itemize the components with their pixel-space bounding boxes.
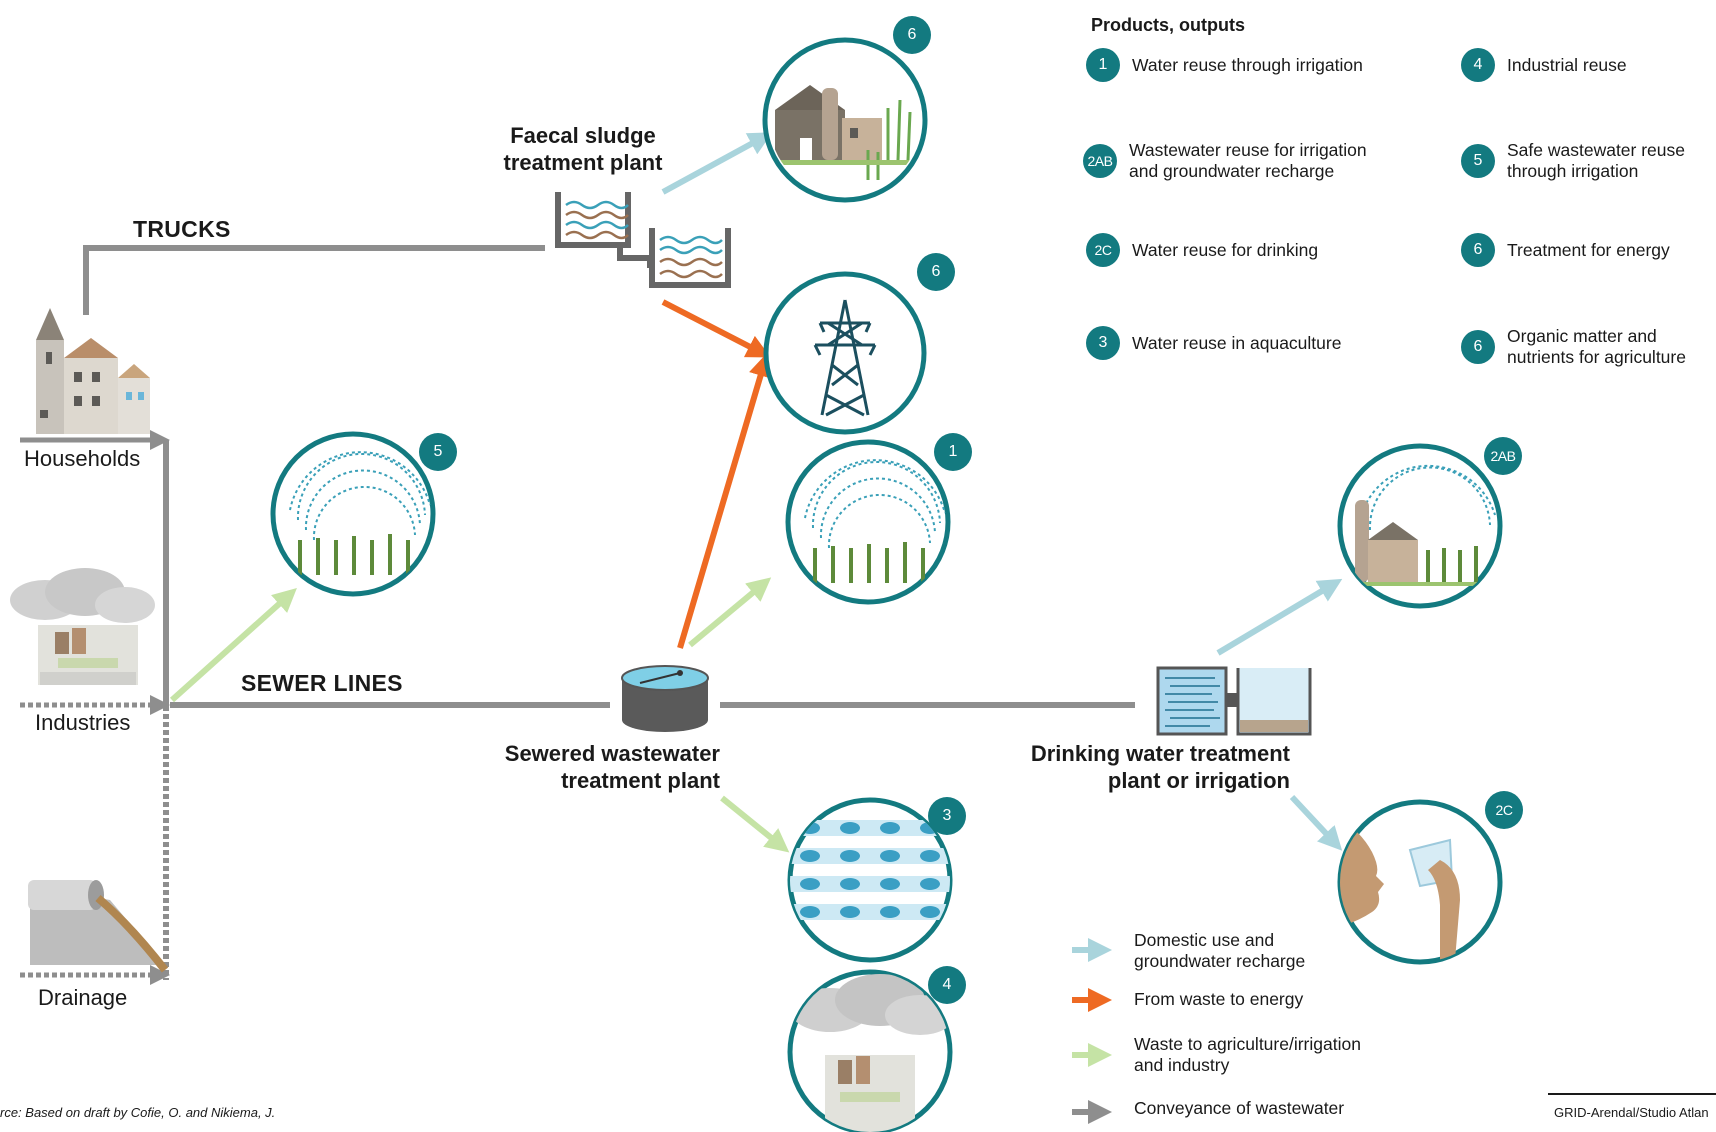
households-label: Households xyxy=(24,446,141,471)
faecal-plant-label-line: treatment plant xyxy=(503,150,663,175)
badge-drinking: 2C xyxy=(1485,791,1523,829)
legend-label-line: Wastewater reuse for irrigation xyxy=(1129,140,1367,160)
legend-label: Treatment for energy xyxy=(1507,239,1670,260)
arrow-sewered-to-irrigation xyxy=(688,577,772,648)
faecal-plant-illustration xyxy=(555,192,731,288)
credit-note: GRID-Arendal/Studio Atlan xyxy=(1554,1105,1709,1120)
badge-industry: 4 xyxy=(928,966,966,1004)
key-label-line: Domestic use and xyxy=(1134,930,1275,950)
arrow-sewered-to-aquaculture xyxy=(720,795,790,853)
legend-item-5: 5 Safe wastewater reuse through irrigati… xyxy=(1461,140,1685,182)
legend-label-line: Safe wastewater reuse xyxy=(1507,140,1686,160)
key-label: Domestic use and groundwater recharge xyxy=(1134,930,1305,972)
legend-title: Products, outputs xyxy=(1091,15,1245,35)
legend-item-6-energy: 6 Treatment for energy xyxy=(1461,233,1670,267)
badge-farm-energy: 6 xyxy=(893,16,931,54)
key-agriculture: Waste to agriculture/irrigation and indu… xyxy=(1112,1034,1361,1076)
legend-badge: 5 xyxy=(1461,144,1495,178)
sewer-lines-label: SEWER LINES xyxy=(241,670,403,696)
key-domestic: Domestic use and groundwater recharge xyxy=(1112,930,1305,972)
badge-power-energy: 6 xyxy=(917,253,955,291)
drinking-plant-label: Drinking water treatment plant or irriga… xyxy=(1012,740,1290,794)
faecal-plant-label-line: Faecal sludge xyxy=(510,123,656,148)
legend-badge: 6 xyxy=(1461,330,1495,364)
legend-item-1: 1 Water reuse through irrigation xyxy=(1086,48,1363,82)
sewered-plant-label: Sewered wastewater treatment plant xyxy=(484,740,720,794)
arrow-drinking-to-drinking xyxy=(1289,794,1343,851)
badge-irrigation-safe: 5 xyxy=(419,433,457,471)
legend-label: Water reuse for drinking xyxy=(1132,239,1319,260)
households-illustration xyxy=(36,308,150,434)
badge-aquaculture: 3 xyxy=(928,797,966,835)
key-label-line: groundwater recharge xyxy=(1134,951,1306,971)
sewered-plant-illustration xyxy=(621,665,709,732)
legend-badge: 2C xyxy=(1086,233,1120,267)
arrow-faecal-to-farm xyxy=(661,132,773,195)
drinking-plant-label-line: Drinking water treatment xyxy=(1030,741,1290,766)
legend-badge: 6 xyxy=(1461,233,1495,267)
drinking-plant-label-line: plant or irrigation xyxy=(1107,768,1290,793)
legend-item-2ab: 2AB Wastewater reuse for irrigation and … xyxy=(1083,140,1367,182)
output-arrows xyxy=(169,132,1343,853)
legend-label: Organic matter and nutrients for agricul… xyxy=(1507,326,1686,368)
drainage-label: Drainage xyxy=(38,985,128,1010)
legend-item-6-nutrients: 6 Organic matter and nutrients for agric… xyxy=(1461,326,1686,368)
legend-badge: 4 xyxy=(1461,48,1495,82)
legend-label-line: Organic matter and xyxy=(1507,326,1657,346)
arrow-drinking-to-recharge xyxy=(1216,578,1343,656)
drinking-plant-illustration xyxy=(1156,666,1312,736)
legend-label: Water reuse through irrigation xyxy=(1132,54,1363,75)
sewered-plant-label-line: treatment plant xyxy=(561,768,720,793)
conveyance-lines xyxy=(20,245,1135,985)
source-note: rce: Based on draft by Cofie, O. and Nik… xyxy=(0,1105,276,1120)
industries-illustration xyxy=(10,568,155,685)
legend-item-2c: 2C Water reuse for drinking xyxy=(1086,233,1318,267)
legend-label: Wastewater reuse for irrigation and grou… xyxy=(1129,140,1367,182)
key-label-line: Waste to agriculture/irrigation xyxy=(1134,1034,1361,1054)
arrow-collector-to-irrigation xyxy=(169,587,297,703)
legend-label: Water reuse in aquaculture xyxy=(1132,332,1342,353)
legend-label-line: nutrients for agriculture xyxy=(1507,347,1686,367)
fish-pattern xyxy=(790,820,950,920)
key-label: From waste to energy xyxy=(1134,989,1304,1009)
arrow-key-symbols xyxy=(1072,938,1112,1124)
key-conveyance: Conveyance of wastewater xyxy=(1112,1098,1344,1119)
faecal-plant-label: Faecal sludge treatment plant xyxy=(498,122,668,176)
key-energy: From waste to energy xyxy=(1112,989,1303,1010)
legend-item-4: 4 Industrial reuse xyxy=(1461,48,1627,82)
industries-label: Industries xyxy=(35,710,131,735)
legend-label-line: and groundwater recharge xyxy=(1129,161,1335,181)
drainage-illustration xyxy=(28,880,169,973)
legend-item-3: 3 Water reuse in aquaculture xyxy=(1086,326,1341,360)
legend-badge: 1 xyxy=(1086,48,1120,82)
legend-badge: 3 xyxy=(1086,326,1120,360)
trucks-label: TRUCKS xyxy=(133,216,231,242)
arrow-sewered-to-power xyxy=(677,352,773,649)
trucks-line xyxy=(83,245,545,315)
legend-label: Industrial reuse xyxy=(1507,54,1627,75)
arrow-faecal-to-power xyxy=(661,299,771,358)
key-label: Conveyance of wastewater xyxy=(1134,1098,1345,1118)
output-circles xyxy=(270,37,1503,1132)
key-label-line: and industry xyxy=(1134,1055,1230,1075)
key-label: Waste to agriculture/irrigation and indu… xyxy=(1134,1034,1361,1076)
legend-label: Safe wastewater reuse through irrigation xyxy=(1507,140,1685,182)
badge-recharge: 2AB xyxy=(1484,437,1522,475)
legend-badge: 2AB xyxy=(1083,144,1117,178)
badge-irrigation-reuse: 1 xyxy=(934,433,972,471)
sewered-plant-label-line: Sewered wastewater xyxy=(504,741,720,766)
legend-label-line: through irrigation xyxy=(1507,161,1639,181)
